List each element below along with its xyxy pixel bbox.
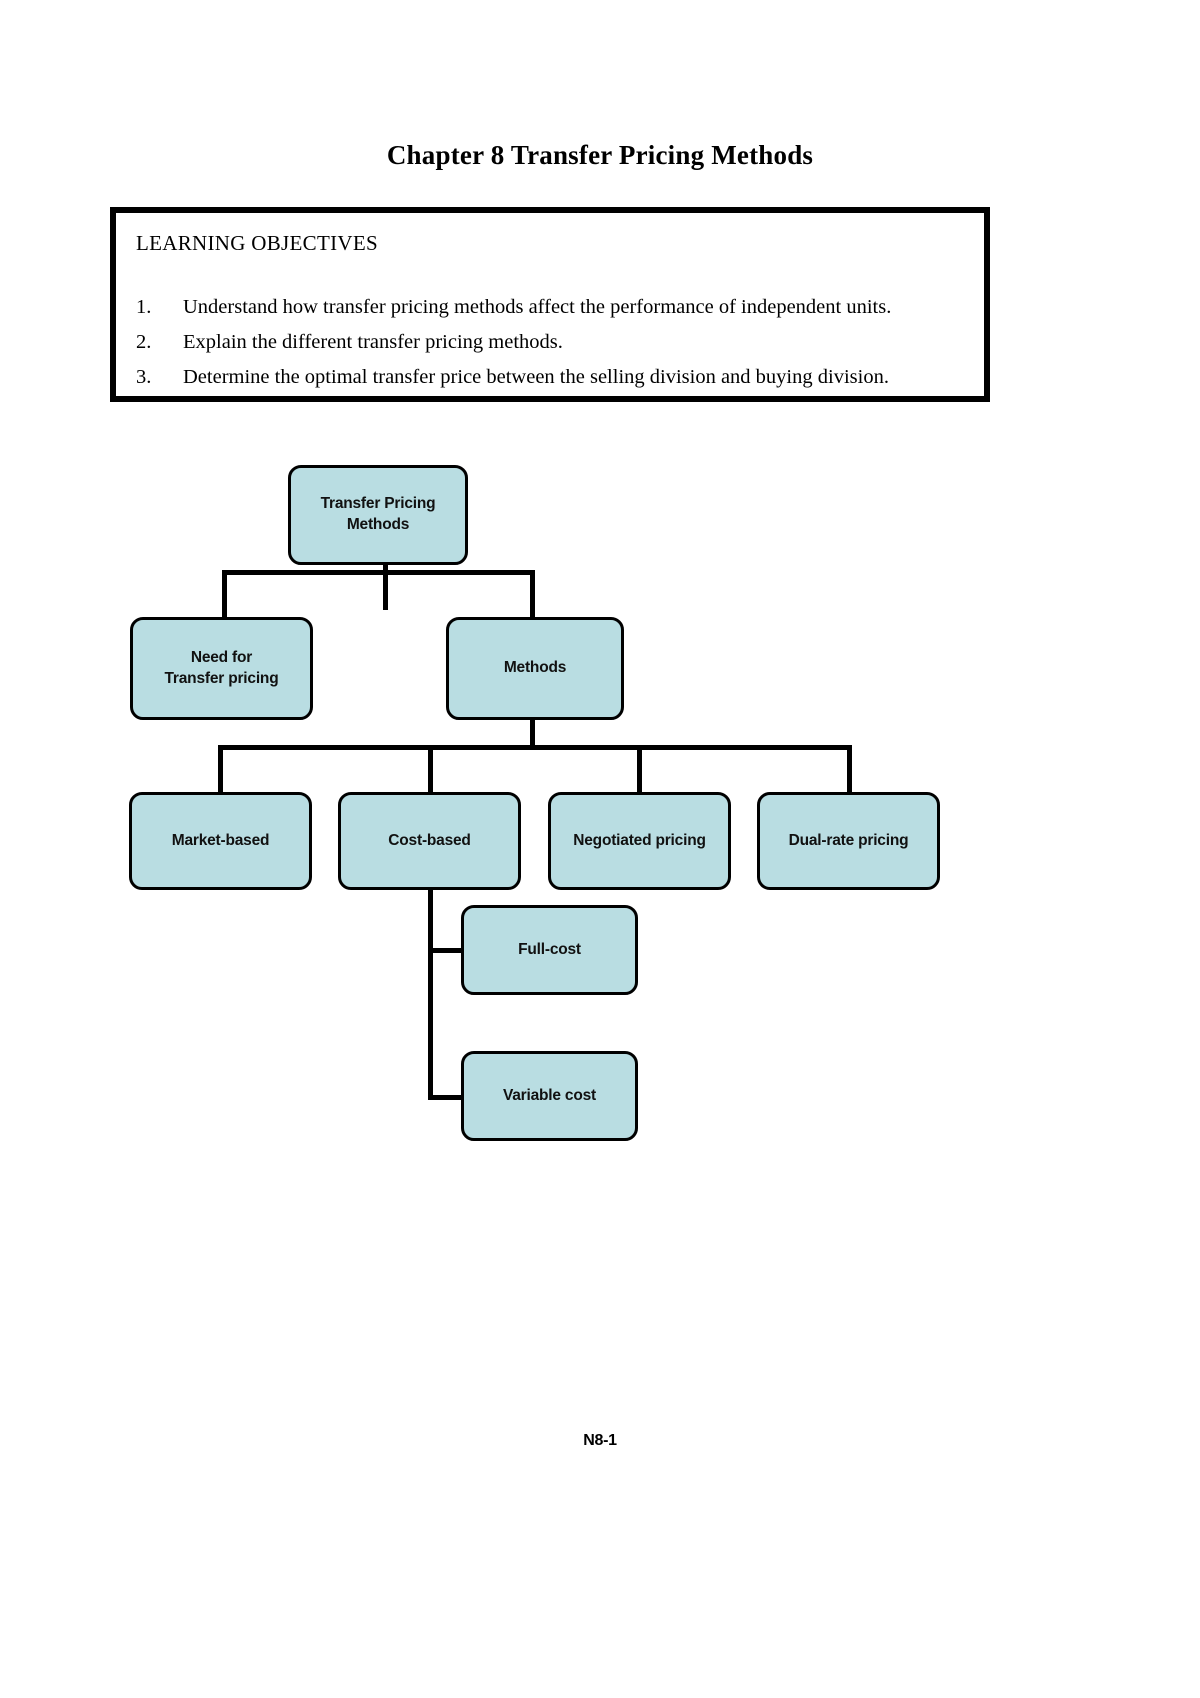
node-label: Negotiated pricing bbox=[573, 831, 706, 849]
connector-level1-bus bbox=[222, 570, 535, 575]
node-dual-rate-pricing[interactable]: Dual-rate pricing bbox=[757, 792, 940, 890]
learning-objective-item: 3. Determine the optimal transfer price … bbox=[136, 362, 964, 393]
objective-text: Understand how transfer pricing methods … bbox=[183, 296, 892, 318]
node-label: Need for Transfer pricing bbox=[165, 648, 279, 690]
learning-objective-item: 1. Understand how transfer pricing metho… bbox=[136, 292, 964, 323]
node-market-based[interactable]: Market-based bbox=[129, 792, 312, 890]
node-methods[interactable]: Methods bbox=[446, 617, 624, 720]
objective-text: Determine the optimal transfer price bet… bbox=[183, 366, 889, 389]
connector-cost-stem bbox=[428, 850, 433, 1100]
connector-to-varcost bbox=[428, 1095, 464, 1100]
node-full-cost[interactable]: Full-cost bbox=[461, 905, 638, 995]
connector-to-dualrate bbox=[847, 745, 852, 795]
node-label: Cost-based bbox=[388, 831, 471, 849]
node-label-line1: Transfer Pricing bbox=[320, 495, 436, 513]
connector-to-need bbox=[222, 570, 227, 622]
connector-methods-stem bbox=[530, 700, 535, 750]
learning-objective-item: 2. Explain the different transfer pricin… bbox=[136, 327, 964, 358]
transfer-pricing-methods-diagram: Transfer Pricing Methods Need for Transf… bbox=[0, 440, 1200, 1170]
node-label-line2: Transfer pricing bbox=[164, 669, 279, 687]
node-label: Market-based bbox=[171, 831, 270, 849]
node-transfer-pricing-methods[interactable]: Transfer Pricing Methods bbox=[288, 465, 468, 565]
node-label: Dual-rate pricing bbox=[788, 831, 909, 849]
objective-number: 3. bbox=[136, 366, 152, 389]
node-cost-based[interactable]: Cost-based bbox=[338, 792, 521, 890]
node-label: Full-cost bbox=[518, 940, 581, 958]
node-variable-cost[interactable]: Variable cost bbox=[461, 1051, 638, 1141]
connector-to-market bbox=[218, 745, 223, 795]
node-label-line1: Need for bbox=[190, 648, 253, 666]
node-need-for-transfer-pricing[interactable]: Need for Transfer pricing bbox=[130, 617, 313, 720]
objective-number: 1. bbox=[136, 296, 152, 318]
page-title: Chapter 8 Transfer Pricing Methods bbox=[386, 140, 814, 170]
node-label: Variable cost bbox=[502, 1086, 597, 1104]
learning-objectives-heading: LEARNING OBJECTIVES bbox=[136, 231, 378, 255]
learning-objectives-list: 1. Understand how transfer pricing metho… bbox=[136, 292, 964, 393]
objective-text: Explain the different transfer pricing m… bbox=[183, 331, 563, 354]
connector-to-negotiated bbox=[637, 745, 642, 795]
connector-level2-bus bbox=[218, 745, 852, 750]
node-negotiated-pricing[interactable]: Negotiated pricing bbox=[548, 792, 731, 890]
node-label-line2: Methods bbox=[346, 516, 410, 533]
learning-objectives-inner: LEARNING OBJECTIVES 1. Understand how tr… bbox=[115, 212, 985, 397]
connector-root-stem bbox=[383, 565, 388, 610]
connector-to-methods bbox=[530, 570, 535, 622]
page-footer: N8-1 bbox=[583, 1432, 617, 1449]
node-label: Methods bbox=[503, 659, 567, 677]
learning-objectives-box: LEARNING OBJECTIVES 1. Understand how tr… bbox=[110, 207, 990, 402]
connector-to-fullcost bbox=[428, 948, 464, 953]
objective-number: 2. bbox=[136, 331, 152, 354]
node-label: Transfer Pricing Methods bbox=[321, 494, 436, 536]
connector-to-cost bbox=[428, 745, 433, 795]
